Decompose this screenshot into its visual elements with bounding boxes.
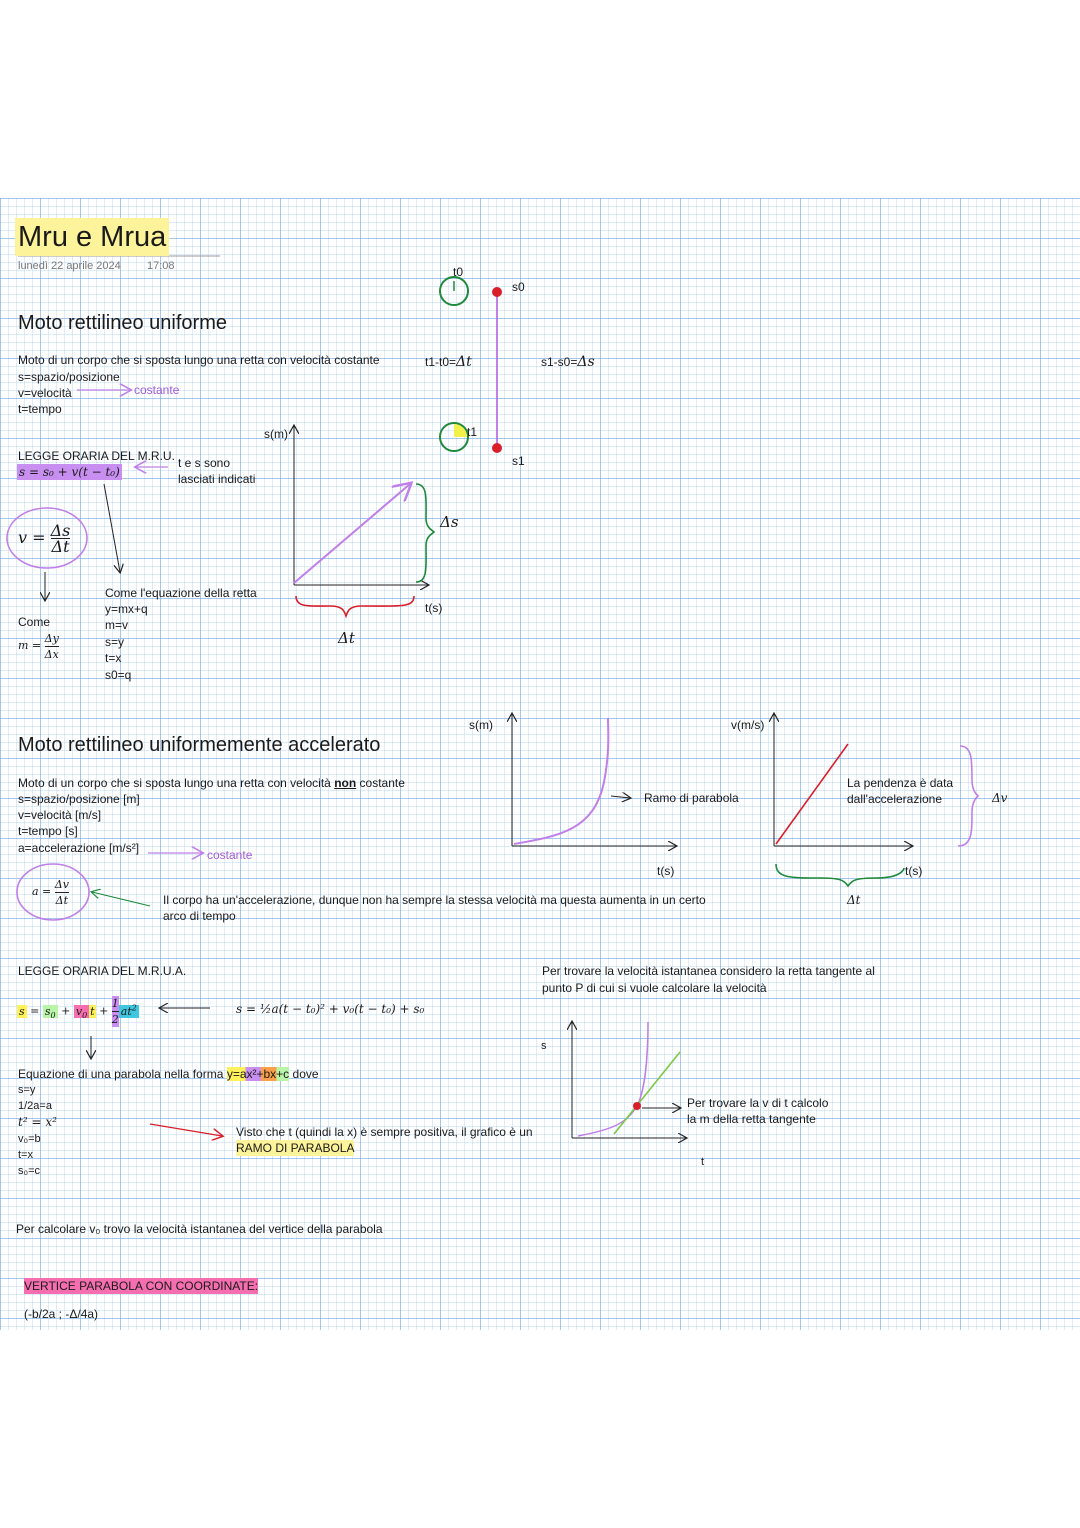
mru-v: v=velocità bbox=[18, 386, 72, 400]
mru-delta-s: Δs bbox=[440, 513, 459, 531]
accel-note-2: arco di tempo bbox=[163, 909, 236, 923]
point-s1 bbox=[492, 443, 502, 453]
clock-t0-icon bbox=[439, 276, 469, 306]
tangent-graph-y-label: s bbox=[541, 1040, 547, 1052]
delta-s-brace bbox=[415, 483, 436, 583]
mrua-a: a=accelerazione [m/s²] bbox=[18, 841, 140, 855]
delta-t-brace bbox=[295, 595, 415, 619]
mapping-line: 1/2a=a bbox=[18, 1100, 52, 1112]
mapping-line: t=x bbox=[18, 1149, 33, 1161]
retta-line: s0=q bbox=[105, 668, 132, 682]
note-date: lunedì 22 aprile 2024 bbox=[18, 260, 121, 272]
mru-note-1: t e s sono bbox=[178, 456, 231, 470]
retta-title: Come l'equazione della retta bbox=[105, 586, 257, 600]
vertice-coordinates: (-b/2a ; -Δ/4a) bbox=[24, 1307, 99, 1321]
a-formula-circle bbox=[16, 863, 90, 921]
mrua-v: v=velocità [m/s] bbox=[18, 808, 102, 822]
mru-costante: costante bbox=[134, 383, 180, 397]
point-p bbox=[633, 1102, 641, 1110]
mrua-v-graph-x-label: t(s) bbox=[905, 864, 923, 878]
retta-line: s=y bbox=[105, 635, 125, 649]
delta-t-brace-2 bbox=[775, 863, 905, 888]
mrua-s: s=spazio/posizione [m] bbox=[18, 792, 140, 806]
delta-v-brace bbox=[957, 745, 980, 847]
delta-t-label-2: Δt bbox=[847, 893, 861, 907]
istantanea-line-2: punto P di cui si vuole calcolare la vel… bbox=[542, 981, 767, 995]
arrow-visto bbox=[149, 1123, 222, 1136]
mrua-definition: Moto di un corpo che si sposta lungo una… bbox=[18, 776, 405, 790]
arrow-law-retta bbox=[103, 483, 120, 572]
grid-paper bbox=[0, 198, 1080, 1330]
page-title: Mru e Mrua bbox=[15, 218, 170, 256]
accel-note-1: Il corpo ha un'accelerazione, dunque non… bbox=[163, 893, 706, 907]
dt-definition: t1-t0=Δt bbox=[425, 354, 472, 370]
mru-law-title: LEGGE ORARIA DEL M.R.U. bbox=[18, 449, 175, 463]
tangent-graph-x-label: t bbox=[701, 1156, 705, 1168]
come-label: Come bbox=[18, 615, 51, 629]
mru-heading: Moto rettilineo uniforme bbox=[18, 312, 227, 334]
ramo-label: Ramo di parabola bbox=[644, 791, 739, 805]
clock-t1-icon bbox=[439, 422, 469, 452]
mru-t: t=tempo bbox=[18, 402, 62, 416]
mrua-t: t=tempo [s] bbox=[18, 824, 78, 838]
pendenza-line-2: dall'accelerazione bbox=[847, 792, 943, 806]
mapping-line: v₀=b bbox=[18, 1133, 41, 1145]
mapping-line: s=y bbox=[18, 1084, 36, 1096]
retta-line: m=v bbox=[105, 618, 129, 632]
mrua-s-graph-curve bbox=[513, 717, 610, 845]
ds-definition: s1-s0=Δs bbox=[541, 354, 595, 370]
mapping-line: t² = x² bbox=[18, 1115, 57, 1129]
s0-label: s0 bbox=[512, 280, 525, 294]
point-s0 bbox=[492, 287, 502, 297]
vertice-title: VERTICE PARABOLA CON COORDINATE: bbox=[24, 1278, 259, 1294]
istantanea-line-1: Per trovare la velocità istantanea consi… bbox=[542, 964, 875, 978]
t0-label: t0 bbox=[453, 265, 464, 279]
mrua-v-graph-line bbox=[775, 743, 849, 845]
mapping-line: s₀=c bbox=[18, 1165, 40, 1177]
retta-line: y=mx+q bbox=[105, 602, 148, 616]
v0-note: Per calcolare v₀ trovo la velocità istan… bbox=[16, 1222, 383, 1236]
pendenza-line-1: La pendenza è data bbox=[847, 776, 954, 790]
visto-line-1: Visto che t (quindi la x) è sempre posit… bbox=[236, 1125, 533, 1139]
mrua-s-graph-y-label: s(m) bbox=[469, 718, 493, 732]
arrow-ramo bbox=[610, 796, 630, 798]
mru-graph-y-label: s(m) bbox=[264, 427, 288, 441]
mru-graph-line bbox=[293, 484, 410, 584]
mru-definition: Moto di un corpo che si sposta lungo una… bbox=[18, 353, 380, 367]
s1-label: s1 bbox=[512, 454, 525, 468]
retta-line: t=x bbox=[105, 651, 122, 665]
mrua-law-full: s = ½a(t − t₀)² + v₀(t − t₀) + s₀ bbox=[236, 1002, 425, 1016]
mru-note-2: lasciati indicati bbox=[178, 472, 256, 486]
mru-delta-t: Δt bbox=[338, 629, 355, 647]
delta-v-label: Δv bbox=[992, 791, 1008, 805]
mru-graph-x-label: t(s) bbox=[425, 601, 443, 615]
arrow-accel bbox=[92, 892, 151, 907]
tangent-graph-curve bbox=[577, 1021, 649, 1137]
mrua-s-graph-x-label: t(s) bbox=[657, 864, 675, 878]
parabola-equation-line: Equazione di una parabola nella forma y=… bbox=[18, 1067, 319, 1081]
mrua-v-graph-y-label: v(m/s) bbox=[731, 718, 765, 732]
tangent-line bbox=[613, 1051, 681, 1135]
mru-law: s = s₀ + v(t − t₀) bbox=[17, 464, 122, 480]
tangent-note-2: la m della retta tangente bbox=[687, 1112, 816, 1126]
visto-line-2: RAMO DI PARABOLA bbox=[236, 1140, 355, 1156]
mrua-costante: costante bbox=[207, 848, 253, 862]
tangent-note-1: Per trovare la v di t calcolo bbox=[687, 1096, 829, 1110]
mru-s: s=spazio/posizione bbox=[18, 370, 120, 384]
mrua-law-title: LEGGE ORARIA DEL M.R.U.A. bbox=[18, 964, 187, 978]
mrua-heading: Moto rettilineo uniformemente accelerato bbox=[18, 734, 381, 756]
note-time: 17:08 bbox=[147, 260, 175, 272]
v-formula-circle bbox=[6, 507, 88, 569]
t1-label: t1 bbox=[467, 425, 478, 439]
